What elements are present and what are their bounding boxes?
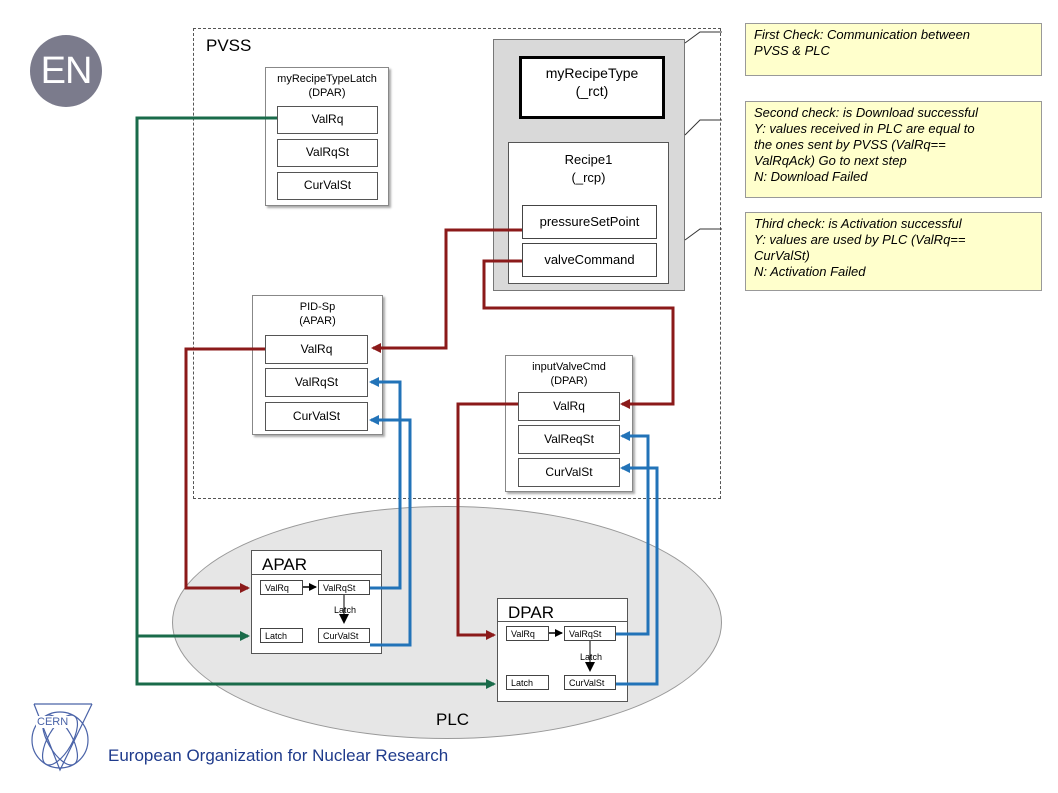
apar-valrqst: ValRqSt xyxy=(318,580,370,595)
cern-logo-text: CERN xyxy=(36,716,70,728)
pid-dp-title: PID-Sp xyxy=(299,301,336,313)
note-second-line-5: N: Download Failed xyxy=(754,169,868,184)
apar-divider xyxy=(251,574,382,575)
valve-dp-valrq: ValRq xyxy=(518,392,620,421)
plc-label: PLC xyxy=(436,710,470,729)
pid-dp-valrq: ValRq xyxy=(265,335,368,364)
callout-line-3 xyxy=(684,228,722,241)
dpar-latch-label: Latch xyxy=(579,652,603,662)
apar-latch: Latch xyxy=(260,628,303,643)
recipe-type-title: myRecipeType xyxy=(545,65,639,81)
apar-valrq: ValRq xyxy=(260,580,303,595)
en-logo: EN xyxy=(30,35,102,107)
pvss-label: PVSS xyxy=(206,36,252,55)
recipe-subtitle: (_rcp) xyxy=(571,170,606,185)
apar-title: APAR xyxy=(262,555,308,574)
recipe-title-block: Recipe1 (_rcp) xyxy=(508,151,669,187)
wire-valve-to-valvedp xyxy=(482,259,675,409)
dpar-title: DPAR xyxy=(508,603,554,622)
latch-dp-title-block: myRecipeTypeLatch (DPAR) xyxy=(265,72,389,100)
dpar-curvalst: CurValSt xyxy=(564,675,616,690)
wire-dpar-valrqst-back xyxy=(616,431,650,636)
wire-pid-to-apar xyxy=(184,347,265,593)
footer-organization: European Organization for Nuclear Resear… xyxy=(108,746,449,765)
note-third-line-1: Third check: is Activation successful xyxy=(754,216,962,231)
dpar-latch-triangle xyxy=(585,662,595,672)
latch-dp-valrqst: ValRqSt xyxy=(277,139,378,167)
wire-latch-to-dpar xyxy=(135,630,496,689)
latch-dp-curvalst: CurValSt xyxy=(277,172,378,200)
wire-valvedp-to-dpar xyxy=(456,402,518,640)
param-pressure-setpoint: pressureSetPoint xyxy=(522,205,657,239)
note-first-check: First Check: Communication between PVSS … xyxy=(745,23,1042,76)
apar-latch-triangle xyxy=(339,614,349,624)
callout-line-2 xyxy=(684,119,722,136)
wire-apar-curvalst-back xyxy=(369,415,412,647)
recipe-type-subtitle: (_rct) xyxy=(575,83,609,99)
pid-dp-title-block: PID-Sp (APAR) xyxy=(252,300,383,328)
param-valve-command: valveCommand xyxy=(522,243,657,277)
wire-dpar-curvalst-back xyxy=(616,463,659,686)
wire-latch-to-apar xyxy=(135,116,277,641)
dpar-valrqst: ValRqSt xyxy=(564,626,616,641)
apar-curvalst: CurValSt xyxy=(318,628,370,643)
valve-dp-title: inputValveCmd xyxy=(532,361,606,373)
note-third-check: Third check: is Activation successful Y:… xyxy=(745,212,1042,291)
note-second-check: Second check: is Download successful Y: … xyxy=(745,101,1042,198)
wire-apar-valrqst-back xyxy=(369,377,402,590)
valve-dp-curvalst: CurValSt xyxy=(518,458,620,487)
pid-dp-type: (APAR) xyxy=(299,315,336,327)
dpar-valrq: ValRq xyxy=(506,626,549,641)
cern-logo-icon xyxy=(31,703,93,772)
note-second-line-1: Second check: is Download successful xyxy=(754,105,979,120)
latch-dp-type: (DPAR) xyxy=(308,87,346,99)
recipe-type-box: myRecipeType (_rct) xyxy=(519,56,665,119)
note-second-line-3: the ones sent by PVSS (ValRq== xyxy=(754,137,946,152)
pid-dp-curvalst: CurValSt xyxy=(265,402,368,431)
note-second-line-2: Y: values received in PLC are equal to xyxy=(754,121,975,136)
valve-dp-type: (DPAR) xyxy=(550,375,588,387)
wire-pressure-to-pid xyxy=(371,228,522,353)
note-third-line-4: N: Activation Failed xyxy=(754,264,866,279)
dpar-latch: Latch xyxy=(506,675,549,690)
note-third-line-3: CurValSt) xyxy=(754,248,810,263)
latch-dp-valrq: ValRq xyxy=(277,106,378,134)
pid-dp-valrqst: ValRqSt xyxy=(265,368,368,397)
note-first-line-1: First Check: Communication between xyxy=(754,27,971,42)
valve-dp-title-block: inputValveCmd (DPAR) xyxy=(505,360,633,388)
note-first-line-2: PVSS & PLC xyxy=(754,43,830,58)
note-second-line-4: ValRqAck) Go to next step xyxy=(754,153,907,168)
note-third-line-2: Y: values are used by PLC (ValRq== xyxy=(754,232,966,247)
apar-latch-label: Latch xyxy=(333,605,357,615)
callout-line-1 xyxy=(684,31,722,44)
valve-dp-valreqst: ValReqSt xyxy=(518,425,620,454)
dpar-divider xyxy=(497,621,628,622)
latch-dp-title: myRecipeTypeLatch xyxy=(277,73,377,85)
recipe-title: Recipe1 xyxy=(564,152,613,167)
